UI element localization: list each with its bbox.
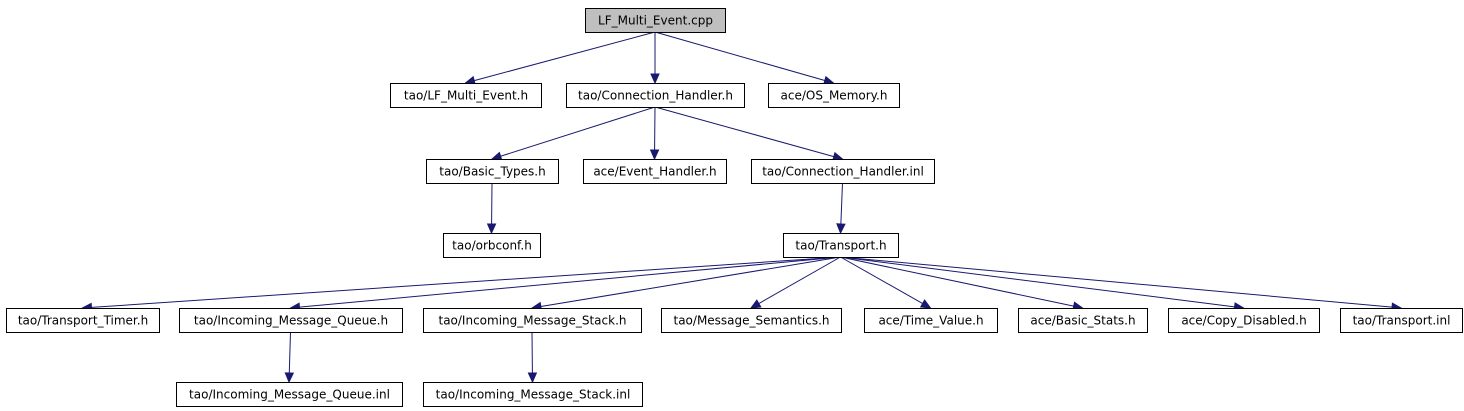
node-ace-event-handler-h[interactable]: ace/Event_Handler.h: [583, 159, 727, 184]
arrowhead-icon: [836, 223, 846, 235]
edge-line: [91, 256, 841, 308]
node-label: tao/Transport_Timer.h: [18, 314, 148, 328]
node-box: [1340, 308, 1463, 333]
node-label: ace/Copy_Disabled.h: [1181, 314, 1306, 328]
node-box: [585, 8, 726, 33]
edge-line: [299, 256, 841, 308]
arrowhead-icon: [284, 372, 295, 384]
node-lf-multi-event-cpp: LF_Multi_Event.cpp: [585, 8, 726, 33]
node-tao-message-semantics-h[interactable]: tao/Message_Semantics.h: [661, 308, 842, 333]
edge-line: [840, 256, 1393, 308]
edge-line: [840, 256, 1074, 307]
edge-line: [540, 256, 841, 308]
edge-tao_connection_handler_h-to-ace_event_handler_h: [649, 106, 660, 161]
node-tao-incoming-message-stack-inl[interactable]: tao/Incoming_Message_Stack.inl: [423, 382, 643, 407]
edge-lf_multi_event_cpp-to-tao_connection_handler_h: [650, 32, 660, 85]
node-label: ace/OS_Memory.h: [781, 89, 888, 103]
arrowhead-icon: [919, 299, 932, 309]
edge-tao_incoming_message_queue_h-to-tao_incoming_message_queue_inl: [284, 331, 295, 384]
node-box: [864, 308, 998, 333]
node-tao-lf-multi-event-h[interactable]: tao/LF_Multi_Event.h: [390, 83, 542, 108]
edge-line: [840, 256, 923, 304]
node-ace-os-memory-h[interactable]: ace/OS_Memory.h: [768, 83, 900, 108]
edge-lf_multi_event_cpp-to-ace_os_memory_h: [654, 31, 835, 86]
edge-line: [288, 331, 291, 374]
node-tao-incoming-message-stack-h[interactable]: tao/Incoming_Message_Stack.h: [423, 308, 642, 333]
node-tao-incoming-message-queue-inl[interactable]: tao/Incoming_Message_Queue.inl: [176, 382, 403, 407]
node-label: tao/Basic_Types.h: [439, 165, 545, 179]
node-label: tao/Incoming_Message_Queue.h: [194, 314, 388, 328]
edge-tao_transport_h-to-tao_transport_timer_h: [81, 256, 841, 313]
edge-tao_incoming_message_stack_h-to-tao_incoming_message_stack_inl: [527, 331, 538, 384]
edge-line: [654, 31, 825, 82]
edge-line: [758, 256, 841, 304]
node-label: tao/Transport.h: [795, 239, 886, 253]
node-label: ace/Event_Handler.h: [593, 165, 716, 179]
edge-line: [840, 256, 1235, 308]
edge-tao_connection_handler_h-to-tao_connection_handler_inl: [654, 106, 844, 162]
arrowhead-icon: [649, 149, 660, 161]
node-tao-connection-handler-h[interactable]: tao/Connection_Handler.h: [566, 83, 745, 108]
node-box: [426, 159, 559, 184]
edge-line: [654, 106, 834, 158]
node-tao-basic-types-h[interactable]: tao/Basic_Types.h: [426, 159, 559, 184]
node-label: ace/Time_Value.h: [878, 314, 983, 328]
edge-tao_transport_h-to-ace_basic_stats_h: [840, 256, 1084, 311]
node-box: [423, 382, 643, 407]
arrowhead-icon: [490, 151, 503, 161]
node-box: [566, 83, 745, 108]
node-ace-basic-stats-h[interactable]: ace/Basic_Stats.h: [1018, 308, 1148, 333]
node-label: tao/Connection_Handler.inl: [762, 165, 924, 179]
node-box: [1018, 308, 1148, 333]
edges-layer: [81, 31, 1403, 384]
edge-line: [840, 182, 843, 225]
edge-tao_transport_h-to-tao_message_semantics_h: [749, 256, 841, 309]
edge-tao_basic_types_h-to-tao_orbconf_h: [486, 182, 497, 235]
edge-tao_transport_h-to-ace_copy_disabled_h: [840, 256, 1245, 312]
node-ace-time-value-h[interactable]: ace/Time_Value.h: [864, 308, 998, 333]
node-box: [768, 83, 900, 108]
edge-lf_multi_event_cpp-to-tao_lf_multi_event_h: [464, 31, 656, 86]
arrowhead-icon: [486, 223, 497, 235]
node-tao-transport-inl[interactable]: tao/Transport.inl: [1340, 308, 1463, 333]
node-label: tao/Incoming_Message_Stack.inl: [436, 388, 631, 402]
node-box: [783, 233, 899, 258]
node-box: [583, 159, 727, 184]
node-box: [6, 308, 160, 333]
node-box: [179, 308, 403, 333]
node-tao-connection-handler-inl[interactable]: tao/Connection_Handler.inl: [751, 159, 935, 184]
edge-line: [474, 31, 656, 82]
node-label: tao/LF_Multi_Event.h: [404, 89, 528, 103]
arrowhead-icon: [650, 73, 660, 85]
node-label: tao/Connection_Handler.h: [578, 89, 733, 103]
node-box: [661, 308, 842, 333]
node-tao-incoming-message-queue-h[interactable]: tao/Incoming_Message_Queue.h: [179, 308, 403, 333]
node-label: tao/orbconf.h: [452, 239, 532, 253]
node-box: [443, 233, 541, 258]
node-box: [423, 308, 642, 333]
node-box: [390, 83, 542, 108]
node-label: tao/Transport.inl: [1353, 314, 1451, 328]
node-ace-copy-disabled-h[interactable]: ace/Copy_Disabled.h: [1168, 308, 1320, 333]
node-label: tao/Message_Semantics.h: [674, 314, 830, 328]
node-label: tao/Incoming_Message_Stack.h: [438, 314, 626, 328]
edge-tao_transport_h-to-ace_time_value_h: [840, 256, 932, 309]
node-tao-transport-h[interactable]: tao/Transport.h: [783, 233, 899, 258]
node-label: LF_Multi_Event.cpp: [598, 14, 713, 28]
node-tao-orbconf-h[interactable]: tao/orbconf.h: [443, 233, 541, 258]
node-label: tao/Incoming_Message_Queue.inl: [189, 388, 390, 402]
edge-line: [500, 106, 656, 157]
node-box: [176, 382, 403, 407]
arrowhead-icon: [749, 299, 762, 309]
arrowhead-icon: [527, 372, 538, 384]
node-box: [1168, 308, 1320, 333]
edge-tao_connection_handler_inl-to-tao_transport_h: [836, 182, 846, 235]
node-tao-transport-timer-h[interactable]: tao/Transport_Timer.h: [6, 308, 160, 333]
edge-tao_connection_handler_h-to-tao_basic_types_h: [490, 106, 656, 161]
node-box: [751, 159, 935, 184]
node-label: ace/Basic_Stats.h: [1030, 314, 1135, 328]
